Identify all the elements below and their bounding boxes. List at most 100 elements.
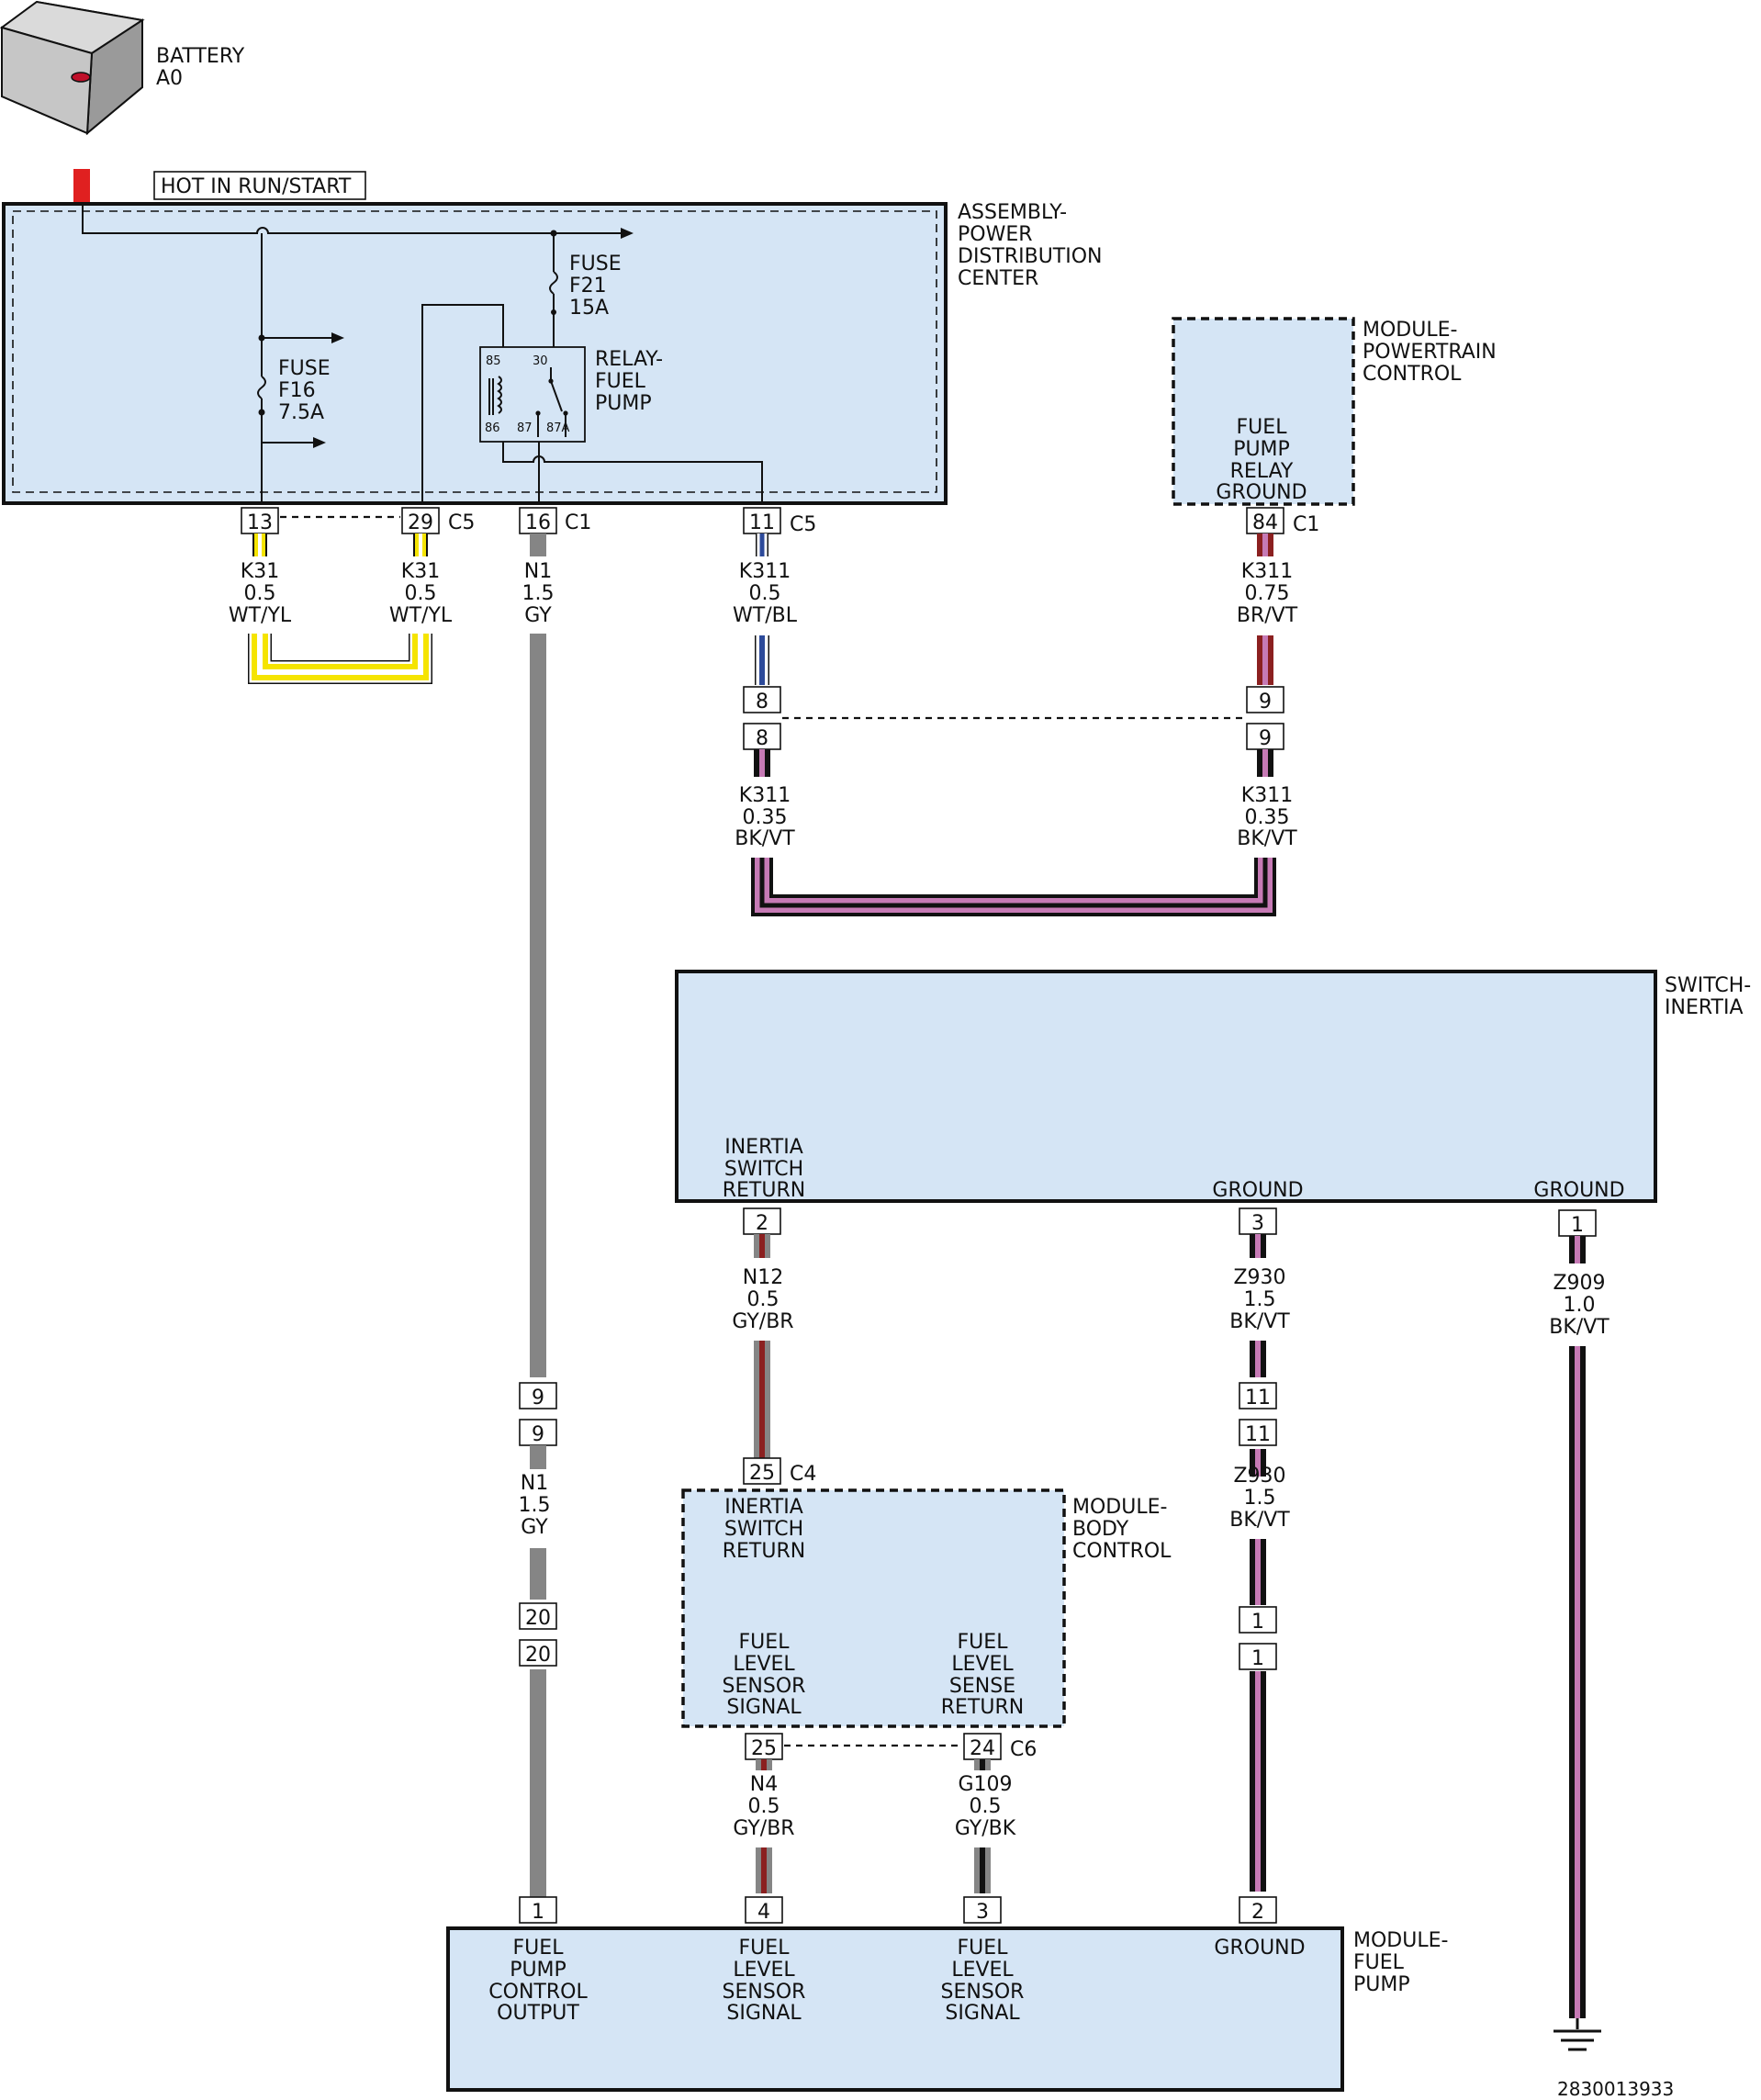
svg-text:1: 1	[1571, 1214, 1584, 1237]
battery-id: A0	[156, 67, 183, 90]
wire-label-k311-br-vt: K311 0.75 BR/VT	[1237, 560, 1298, 627]
svg-text:LEVEL: LEVEL	[733, 1653, 795, 1676]
svg-text:POWERTRAIN: POWERTRAIN	[1363, 341, 1497, 364]
battery-name: BATTERY	[156, 45, 245, 68]
fpm-pin-4: 4	[745, 1896, 783, 1924]
inline-z930-pin-1-upper: 1	[1239, 1606, 1277, 1634]
svg-text:Z930: Z930	[1233, 1266, 1285, 1289]
svg-text:0.5: 0.5	[970, 1795, 1002, 1818]
connector-c5b-label: C5	[790, 513, 816, 536]
svg-text:3: 3	[1251, 1212, 1264, 1235]
svg-text:CONTROL: CONTROL	[1072, 1540, 1172, 1563]
svg-text:INERTIA: INERTIA	[724, 1496, 803, 1519]
bcm-pin-25-c6: 25	[745, 1733, 783, 1760]
fpm-pin-1: 1	[519, 1896, 557, 1924]
svg-text:FUEL: FUEL	[1237, 416, 1288, 439]
svg-text:PUMP: PUMP	[1353, 1973, 1410, 1996]
svg-text:PUMP: PUMP	[510, 1959, 566, 1982]
inline-connector-pin-8-upper: 8	[743, 686, 781, 713]
svg-text:BR/VT: BR/VT	[1237, 604, 1298, 627]
fuel-pump-module-box	[446, 1926, 1344, 2092]
inertia-ground-label-1: GROUND	[1212, 1179, 1303, 1202]
svg-text:SENSOR: SENSOR	[941, 1981, 1025, 2004]
svg-text:WT/BL: WT/BL	[733, 604, 798, 627]
wire-label-k31-right: K31 0.5 WT/YL	[389, 560, 453, 627]
inertia-switch-box	[675, 970, 1657, 1203]
svg-text:POWER: POWER	[958, 223, 1033, 246]
svg-text:K311: K311	[1241, 784, 1293, 807]
wire-label-n1-bottom: N1 1.5 GY	[519, 1472, 551, 1539]
svg-text:25: 25	[751, 1737, 777, 1760]
connector-c1b-label: C1	[1293, 513, 1319, 536]
fpm-control-output-label: FUEL PUMP CONTROL OUTPUT	[488, 1937, 588, 2025]
bcm-box	[681, 1488, 1066, 1728]
inertia-switch-title: SWITCH- INERTIA	[1665, 974, 1751, 1019]
svg-text:24: 24	[970, 1737, 995, 1760]
connector-c6-label: C6	[1010, 1738, 1037, 1761]
bcm-fuel-level-sense-return-label: FUEL LEVEL SENSE RETURN	[941, 1631, 1024, 1719]
svg-text:20: 20	[525, 1644, 551, 1667]
ground-icon	[1553, 2018, 1601, 2051]
svg-text:FUEL: FUEL	[739, 1631, 791, 1654]
inline-connector-pin-8-lower: 8	[743, 723, 781, 750]
connector-c5-label: C5	[448, 511, 475, 534]
wire-label-z930-top: Z930 1.5 BK/VT	[1229, 1266, 1290, 1333]
svg-text:0.5: 0.5	[244, 582, 276, 605]
svg-text:ASSEMBLY-: ASSEMBLY-	[958, 201, 1067, 224]
svg-text:FUEL: FUEL	[595, 370, 646, 393]
svg-text:MODULE-: MODULE-	[1363, 319, 1457, 342]
svg-text:K311: K311	[739, 560, 791, 583]
svg-text:F16: F16	[278, 379, 316, 402]
svg-text:F21: F21	[569, 275, 607, 298]
svg-text:BK/VT: BK/VT	[1229, 1310, 1290, 1333]
svg-text:PUMP: PUMP	[595, 392, 652, 415]
svg-text:INERTIA: INERTIA	[1665, 996, 1744, 1019]
svg-text:FUSE: FUSE	[278, 357, 331, 380]
connector-c5-pin-11: 11	[743, 507, 781, 534]
svg-text:30: 30	[533, 354, 548, 368]
connector-c5-pin-13: 13	[241, 507, 279, 534]
svg-text:OUTPUT: OUTPUT	[497, 2002, 579, 2025]
connector-c4-label: C4	[790, 1463, 816, 1486]
svg-text:LEVEL: LEVEL	[733, 1959, 795, 1982]
fuse-f21-label: FUSE F21 15A	[569, 253, 622, 320]
svg-text:N12: N12	[743, 1266, 783, 1289]
svg-text:SENSOR: SENSOR	[723, 1675, 806, 1698]
svg-text:11: 11	[1245, 1387, 1271, 1409]
svg-text:CONTROL: CONTROL	[1363, 363, 1462, 386]
wire-k31	[248, 533, 432, 684]
bcm-inertia-return-label: INERTIA SWITCH RETURN	[723, 1496, 805, 1563]
pcm-fuel-pump-relay-ground: FUEL PUMP RELAY GROUND	[1216, 416, 1307, 504]
inertia-pin-1: 1	[1558, 1209, 1597, 1237]
svg-text:GY/BR: GY/BR	[732, 1310, 793, 1333]
svg-text:BODY: BODY	[1072, 1518, 1129, 1541]
hot-label-box	[153, 171, 366, 200]
svg-text:GY: GY	[524, 604, 552, 627]
svg-text:SIGNAL: SIGNAL	[726, 2002, 802, 2025]
svg-text:1: 1	[532, 1901, 544, 1924]
svg-text:11: 11	[1245, 1423, 1271, 1446]
svg-text:LEVEL: LEVEL	[951, 1959, 1014, 1982]
svg-text:RETURN: RETURN	[723, 1179, 805, 1202]
svg-text:LEVEL: LEVEL	[951, 1653, 1014, 1676]
svg-text:1: 1	[1251, 1611, 1264, 1634]
svg-text:SWITCH: SWITCH	[724, 1158, 803, 1181]
svg-text:SIGNAL: SIGNAL	[945, 2002, 1020, 2025]
svg-text:K31: K31	[241, 560, 279, 583]
svg-text:11: 11	[749, 511, 775, 534]
pdc-box	[2, 202, 948, 505]
document-id: 2830013933	[1557, 2078, 1674, 2100]
inline-n1-pin-20-lower: 20	[519, 1639, 557, 1667]
svg-text:INERTIA: INERTIA	[724, 1136, 803, 1159]
svg-text:7.5A: 7.5A	[278, 401, 324, 424]
svg-text:20: 20	[525, 1607, 551, 1630]
wire-label-k311-bk-vt-right: K311 0.35 BK/VT	[1237, 784, 1297, 850]
svg-text:SWITCH: SWITCH	[724, 1518, 803, 1541]
svg-text:GY/BK: GY/BK	[955, 1817, 1016, 1840]
svg-text:0.35: 0.35	[743, 806, 788, 829]
wire-k311-bk-vt	[751, 749, 1276, 916]
pcm-box	[1172, 317, 1355, 506]
svg-text:FUEL: FUEL	[958, 1937, 1009, 1960]
svg-text:MODULE-: MODULE-	[1072, 1496, 1167, 1519]
